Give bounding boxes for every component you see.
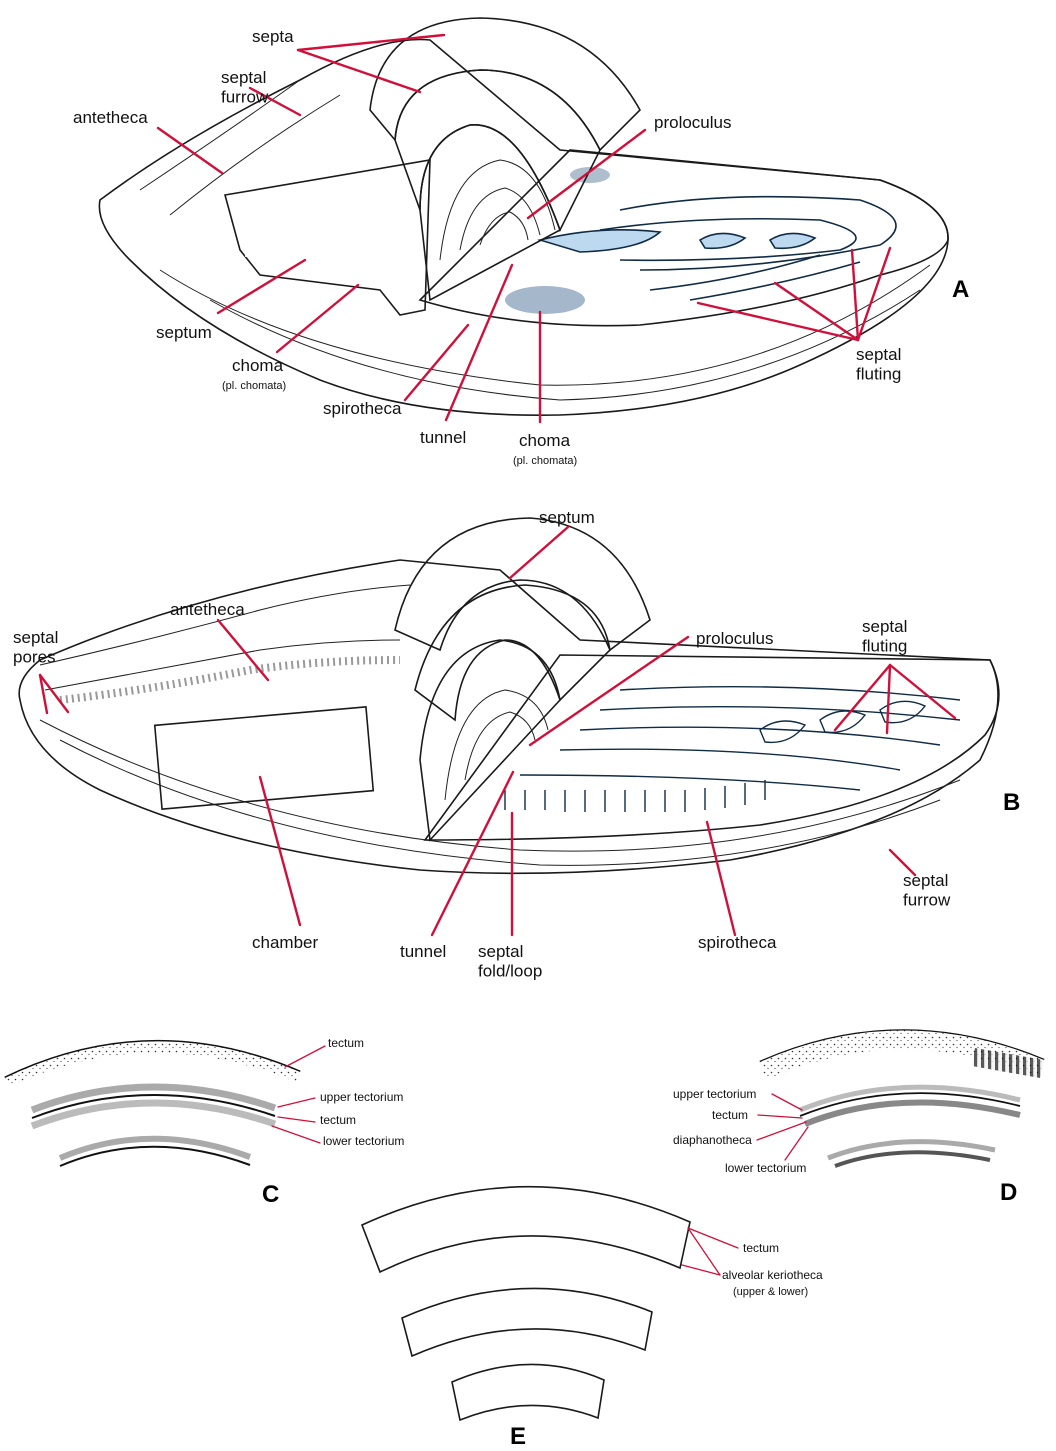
leaders-c [272, 1046, 325, 1143]
axial-section-a [420, 150, 948, 326]
label-tectum-c: tectum [320, 1113, 356, 1127]
label-proloculus-b: proloculus [696, 629, 774, 648]
label-antetheca-a: antetheca [73, 108, 148, 127]
label-septum-a: septum [156, 323, 212, 342]
label-tunnel-a: tunnel [420, 428, 466, 447]
label-proloculus-a: proloculus [654, 113, 732, 132]
label-upper-tectorium-c: upper tectorium [320, 1090, 403, 1104]
panel-e: tectum alveolar keriotheca (upper & lowe… [362, 1187, 823, 1450]
panel-d: upper tectorium tectum diaphanotheca low… [673, 1030, 1044, 1206]
panel-letter-c: C [262, 1181, 279, 1208]
septal-chamber-window-a [225, 160, 430, 315]
label-choma-bottom-a: choma [519, 431, 571, 450]
panel-letter-b: B [1003, 789, 1020, 816]
keriotheca-arc-3 [452, 1364, 604, 1420]
label-diaphanotheca-d: diaphanotheca [673, 1133, 752, 1147]
label-upper-tectorium-d: upper tectorium [673, 1087, 756, 1101]
septa-a [370, 18, 640, 300]
keriotheca-arc-2 [402, 1288, 652, 1356]
label-choma-a-sub: (pl. chomata) [222, 380, 286, 392]
label-choma-a: choma [232, 356, 284, 375]
shell-b-body [19, 560, 998, 873]
label-alveolar-keriotheca-e-sub: (upper & lower) [733, 1286, 808, 1298]
label-septa-a: septa [252, 27, 294, 46]
septal-fluting-pattern-b [505, 687, 960, 812]
label-tectum-d: tectum [712, 1108, 748, 1122]
label-alveolar-keriotheca-e: alveolar keriotheca [722, 1268, 823, 1282]
label-tectum-c-top: tectum [328, 1036, 364, 1050]
panel-letter-e: E [510, 1423, 526, 1450]
label-lower-tectorium-c: lower tectorium [323, 1134, 404, 1148]
leaders-d [757, 1094, 808, 1160]
label-tunnel-b: tunnel [400, 942, 446, 961]
panel-c: tectum upper tectorium tectum lower tect… [5, 1036, 404, 1208]
label-lower-tectorium-d: lower tectorium [725, 1161, 806, 1175]
label-chamber-b: chamber [252, 933, 318, 952]
label-tectum-e: tectum [743, 1241, 779, 1255]
label-spirotheca-b: spirotheca [698, 933, 777, 952]
label-spirotheca-a: spirotheca [323, 399, 402, 418]
label-antetheca-b: antetheca [170, 600, 245, 619]
keriotheca-arc-1 [362, 1187, 690, 1272]
panel-letter-d: D [1000, 1179, 1017, 1206]
panel-letter-a: A [952, 276, 969, 303]
label-septum-b: septum [539, 508, 595, 527]
label-choma-bottom-a-sub: (pl. chomata) [513, 455, 577, 467]
septal-fluting-pattern-a [540, 197, 896, 300]
